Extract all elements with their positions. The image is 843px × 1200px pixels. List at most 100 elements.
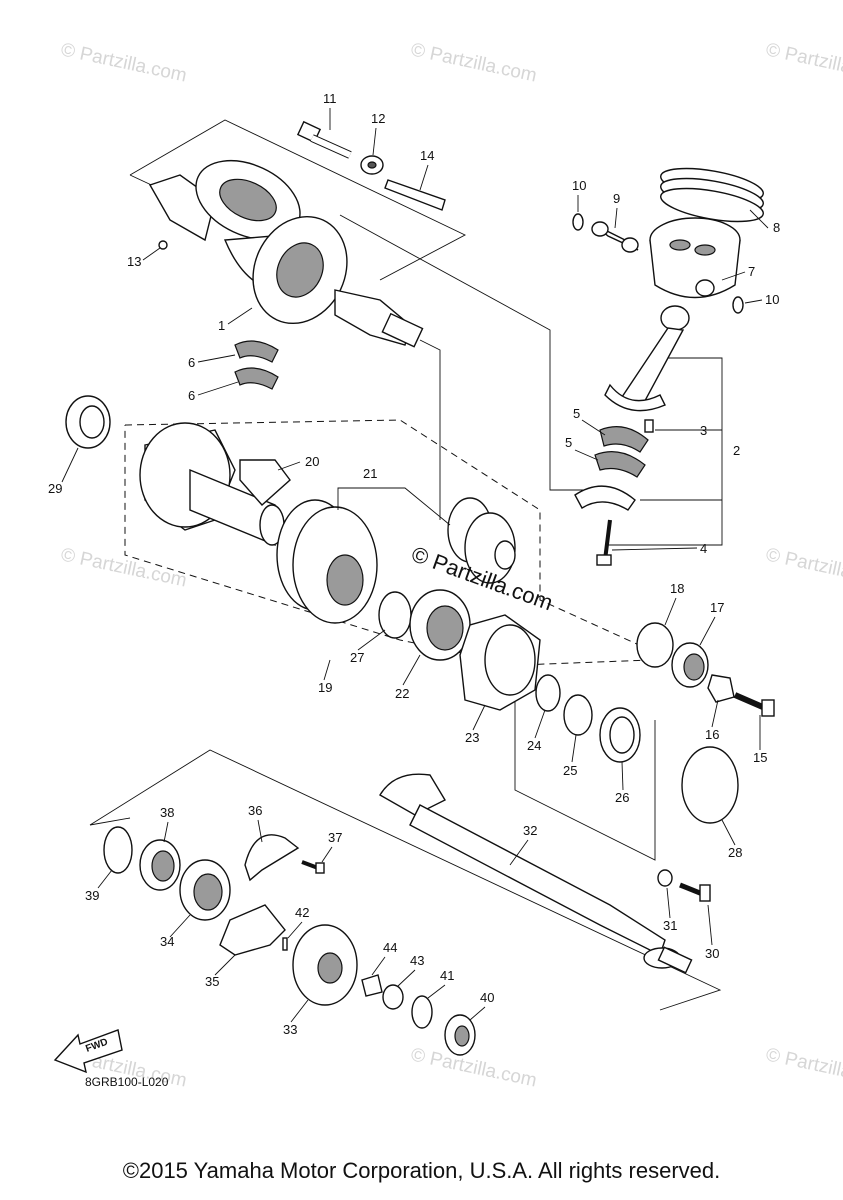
callout-44: 44 xyxy=(383,940,397,955)
copyright-notice: ©2015 Yamaha Motor Corporation, U.S.A. A… xyxy=(122,1158,721,1183)
bearing-part xyxy=(179,859,231,921)
callout-8: 8 xyxy=(773,220,780,235)
washer-hole xyxy=(367,161,377,169)
callout-16: 16 xyxy=(705,727,719,742)
watermark: © Partzilla.com xyxy=(764,1044,843,1091)
callout-28: 28 xyxy=(728,845,742,860)
callout-5-lower: 5 xyxy=(565,435,572,450)
callout-3: 3 xyxy=(700,423,707,438)
big-end-bearing-part xyxy=(594,451,646,478)
piston-pin-part xyxy=(591,221,639,253)
callout-42: 42 xyxy=(295,905,309,920)
callout-13: 13 xyxy=(127,254,141,269)
callout-38: 38 xyxy=(160,805,174,820)
rod-cap-part xyxy=(574,485,636,511)
balancer-shaft-part xyxy=(139,422,285,547)
callout-40: 40 xyxy=(480,990,494,1005)
callout-30: 30 xyxy=(705,946,719,961)
callout-19: 19 xyxy=(318,680,332,695)
bolt-part xyxy=(733,692,775,717)
callout-36: 36 xyxy=(248,803,262,818)
forward-arrow-icon: FWD xyxy=(53,1029,123,1074)
callout-37: 37 xyxy=(328,830,342,845)
callout-12: 12 xyxy=(371,111,385,126)
watermark: © Partzilla.com xyxy=(764,39,843,86)
o-ring-part xyxy=(535,674,561,712)
callout-35: 35 xyxy=(205,974,219,989)
piston-ring-set-part xyxy=(660,167,764,223)
callout-26: 26 xyxy=(615,790,629,805)
callout-32: 32 xyxy=(523,823,537,838)
one-way-clutch-part xyxy=(219,904,286,956)
oil-seal-part xyxy=(65,395,111,449)
needle-bearing-part xyxy=(139,839,181,891)
callout-17: 17 xyxy=(710,600,724,615)
callout-22: 22 xyxy=(395,686,409,701)
screw-part xyxy=(301,860,325,874)
drive-shaft-part xyxy=(379,773,693,974)
callout-11: 11 xyxy=(323,91,337,106)
watermark: © Partzilla.com xyxy=(59,544,189,591)
needle-bearing-part xyxy=(671,642,709,688)
assembly-frames xyxy=(89,119,723,1011)
callout-14: 14 xyxy=(420,148,434,163)
circlip-part xyxy=(103,826,133,874)
callout-31: 31 xyxy=(663,918,677,933)
watermark: © Partzilla.com xyxy=(764,544,843,591)
starter-gear-part xyxy=(292,924,358,1006)
circlip-part xyxy=(636,622,674,668)
drawing-code: 8GRB100-L020 xyxy=(85,1075,169,1089)
washer-part xyxy=(657,869,673,887)
o-ring-part xyxy=(681,746,739,824)
callout-29: 29 xyxy=(48,481,62,496)
lock-plate-part xyxy=(707,674,735,703)
collar-part xyxy=(563,694,593,736)
callout-43: 43 xyxy=(410,953,424,968)
callout-23: 23 xyxy=(465,730,479,745)
bearing-housing-part xyxy=(459,614,541,711)
callout-34: 34 xyxy=(160,934,174,949)
piston-part xyxy=(649,217,741,299)
big-end-bearing-part xyxy=(599,426,649,453)
callout-10-upper: 10 xyxy=(572,178,586,193)
callout-15: 15 xyxy=(753,750,767,765)
pin-part xyxy=(644,419,654,433)
plate-part xyxy=(361,974,383,997)
watermark: © Partzilla.com xyxy=(59,39,189,86)
watermark: © Partzilla.com xyxy=(409,1044,539,1091)
bearing-part xyxy=(444,1014,476,1056)
collar-part xyxy=(382,984,404,1010)
driven-gear-part xyxy=(276,499,378,624)
callout-20: 20 xyxy=(305,454,319,469)
callout-2: 2 xyxy=(733,443,740,458)
dowel-pin-part xyxy=(158,240,168,250)
callout-4: 4 xyxy=(700,541,707,556)
circlip-part xyxy=(732,296,744,314)
plate-part xyxy=(384,179,446,211)
callout-39: 39 xyxy=(85,888,99,903)
pin-part xyxy=(282,937,288,951)
callout-24: 24 xyxy=(527,738,541,753)
crankshaft-part xyxy=(148,159,424,348)
circlip-part xyxy=(411,995,433,1029)
callout-1: 1 xyxy=(218,318,225,333)
balancer-weight-part xyxy=(239,459,291,506)
oil-seal-part xyxy=(599,707,641,763)
callout-9: 9 xyxy=(613,191,620,206)
crank-bearing-part xyxy=(234,367,279,390)
crank-bearing-part xyxy=(234,340,279,363)
circlip-part xyxy=(572,213,584,231)
callout-18: 18 xyxy=(670,581,684,596)
callouts: 1 2 3 4 5 5 6 6 7 8 9 10 10 11 12 13 14 … xyxy=(48,91,780,1037)
callout-25: 25 xyxy=(563,763,577,778)
watermark: © Partzilla.com xyxy=(409,39,539,86)
callout-41: 41 xyxy=(440,968,454,983)
callout-5-upper: 5 xyxy=(573,406,580,421)
rod-bolt-part xyxy=(596,519,612,566)
stay-part xyxy=(244,834,300,882)
callout-6-lower: 6 xyxy=(188,388,195,403)
callout-27: 27 xyxy=(350,650,364,665)
callout-10-lower: 10 xyxy=(765,292,779,307)
callout-7: 7 xyxy=(748,264,755,279)
